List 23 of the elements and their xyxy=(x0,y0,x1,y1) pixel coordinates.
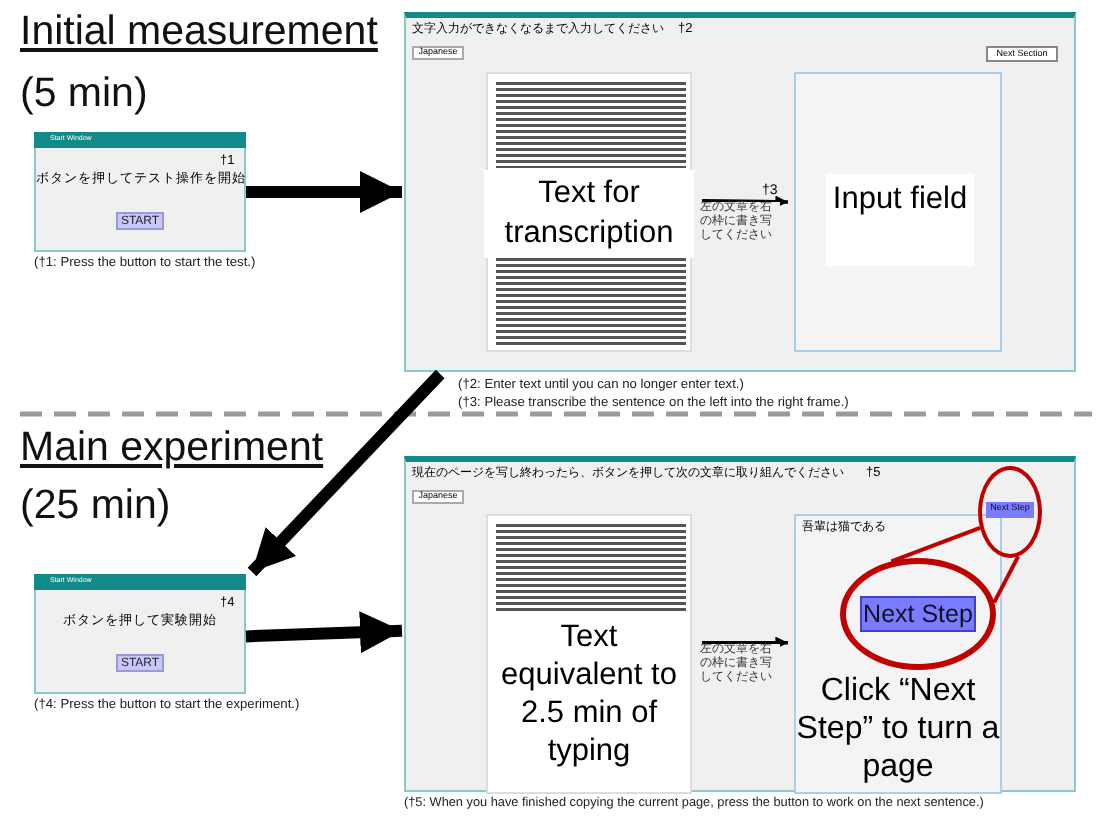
arrow xyxy=(701,195,789,209)
arrow xyxy=(246,171,402,213)
section-heading: (5 min) xyxy=(20,72,148,118)
arrow xyxy=(247,369,445,577)
input-field xyxy=(794,514,1002,794)
text-panel xyxy=(486,514,692,794)
input-field xyxy=(794,72,1002,352)
arrow xyxy=(245,611,403,654)
app-window xyxy=(404,12,1076,372)
field-label: Input field xyxy=(826,174,974,266)
app-window xyxy=(404,456,1076,792)
highlight-ellipse xyxy=(840,558,996,670)
section-heading: (25 min) xyxy=(20,484,171,530)
section-heading: Initial measurement xyxy=(20,10,378,56)
text-panel xyxy=(486,72,692,352)
instruction-text: Click “Next Step” to turn a page xyxy=(794,672,1002,786)
next-step-button: Next Step xyxy=(860,596,976,632)
panel-label: Text for transcription xyxy=(484,170,694,258)
app-window xyxy=(34,574,246,694)
app-window xyxy=(34,132,246,252)
section-heading: Main experiment xyxy=(20,426,324,472)
highlight-ellipse xyxy=(978,466,1042,558)
arrow xyxy=(702,636,788,650)
